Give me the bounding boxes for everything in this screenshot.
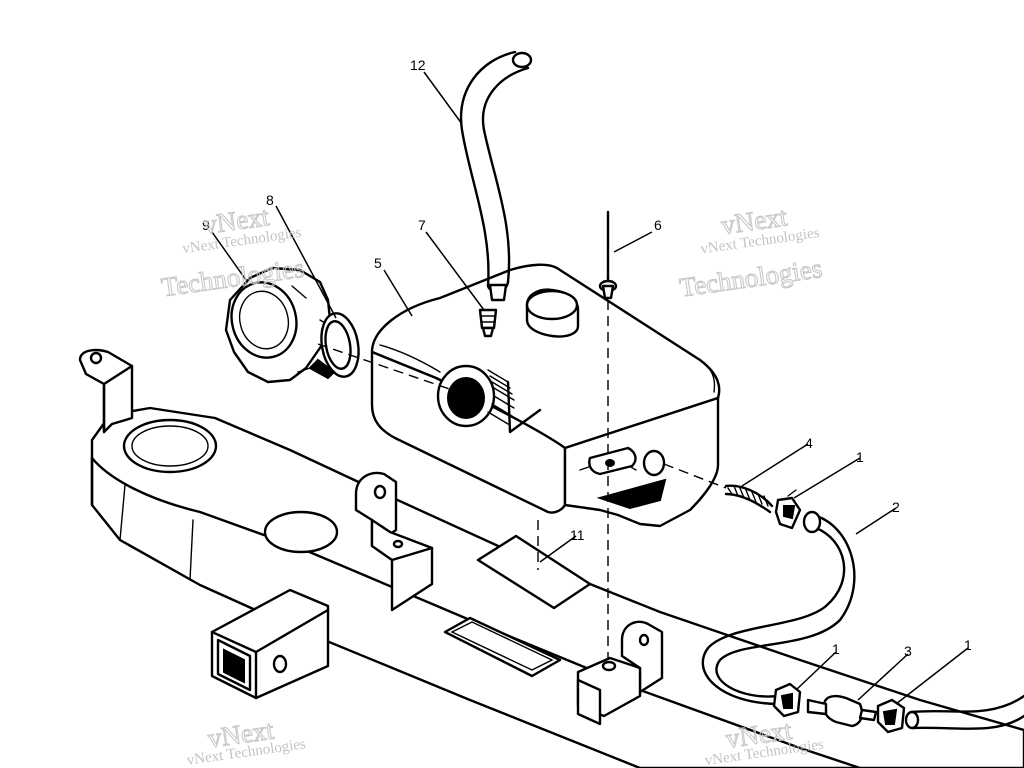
assembly-line-cap — [317, 343, 471, 397]
callout-9: 9 — [202, 217, 210, 233]
watermark-top-right: vNext vNext Technologies Technologies — [677, 201, 824, 303]
frame-round-hole — [122, 418, 218, 474]
hose-clamp-upper — [774, 489, 802, 530]
hose-clamp-right — [876, 698, 906, 734]
leader-lines — [211, 71, 969, 705]
inline-fuel-filter — [806, 694, 878, 728]
callout-12: 12 — [410, 57, 426, 73]
callout-2: 2 — [892, 499, 900, 515]
left-mount-bracket — [78, 348, 134, 434]
vent-hose — [459, 50, 533, 302]
cap-gasket — [308, 312, 360, 380]
callout-7: 7 — [418, 217, 426, 233]
callout-3: 3 — [904, 643, 912, 659]
callout-1-right: 1 — [964, 637, 972, 653]
callout-5: 5 — [374, 255, 382, 271]
outlet-hose — [904, 694, 1024, 730]
callout-1-upper: 1 — [856, 449, 864, 465]
watermark-word-technologies: Technologies — [678, 253, 824, 303]
right-tab-bracket — [576, 620, 664, 726]
frame-oval-opening — [263, 510, 339, 554]
vent-fitting — [478, 308, 498, 338]
callout-11: 11 — [570, 527, 585, 543]
callout-6: 6 — [654, 217, 662, 233]
callout-8: 8 — [266, 192, 274, 208]
assembly-line-fitting — [663, 463, 727, 489]
callout-1-lower: 1 — [832, 641, 840, 657]
tank-mounting-pad — [476, 534, 592, 610]
frame-rect-slot — [443, 616, 562, 678]
fuel-hose — [701, 510, 856, 706]
watermark-bottom-left: vNext vNext Technologies — [186, 714, 307, 768]
fuel-cap — [224, 266, 332, 384]
callout-4: 4 — [805, 435, 813, 451]
filter-spring — [724, 484, 774, 514]
fuel-tank — [370, 263, 721, 528]
hitch-receiver-tube — [210, 588, 330, 700]
hose-clamp-lower — [772, 682, 802, 718]
center-tab-bracket — [354, 471, 434, 612]
gauge-rod — [598, 210, 618, 300]
